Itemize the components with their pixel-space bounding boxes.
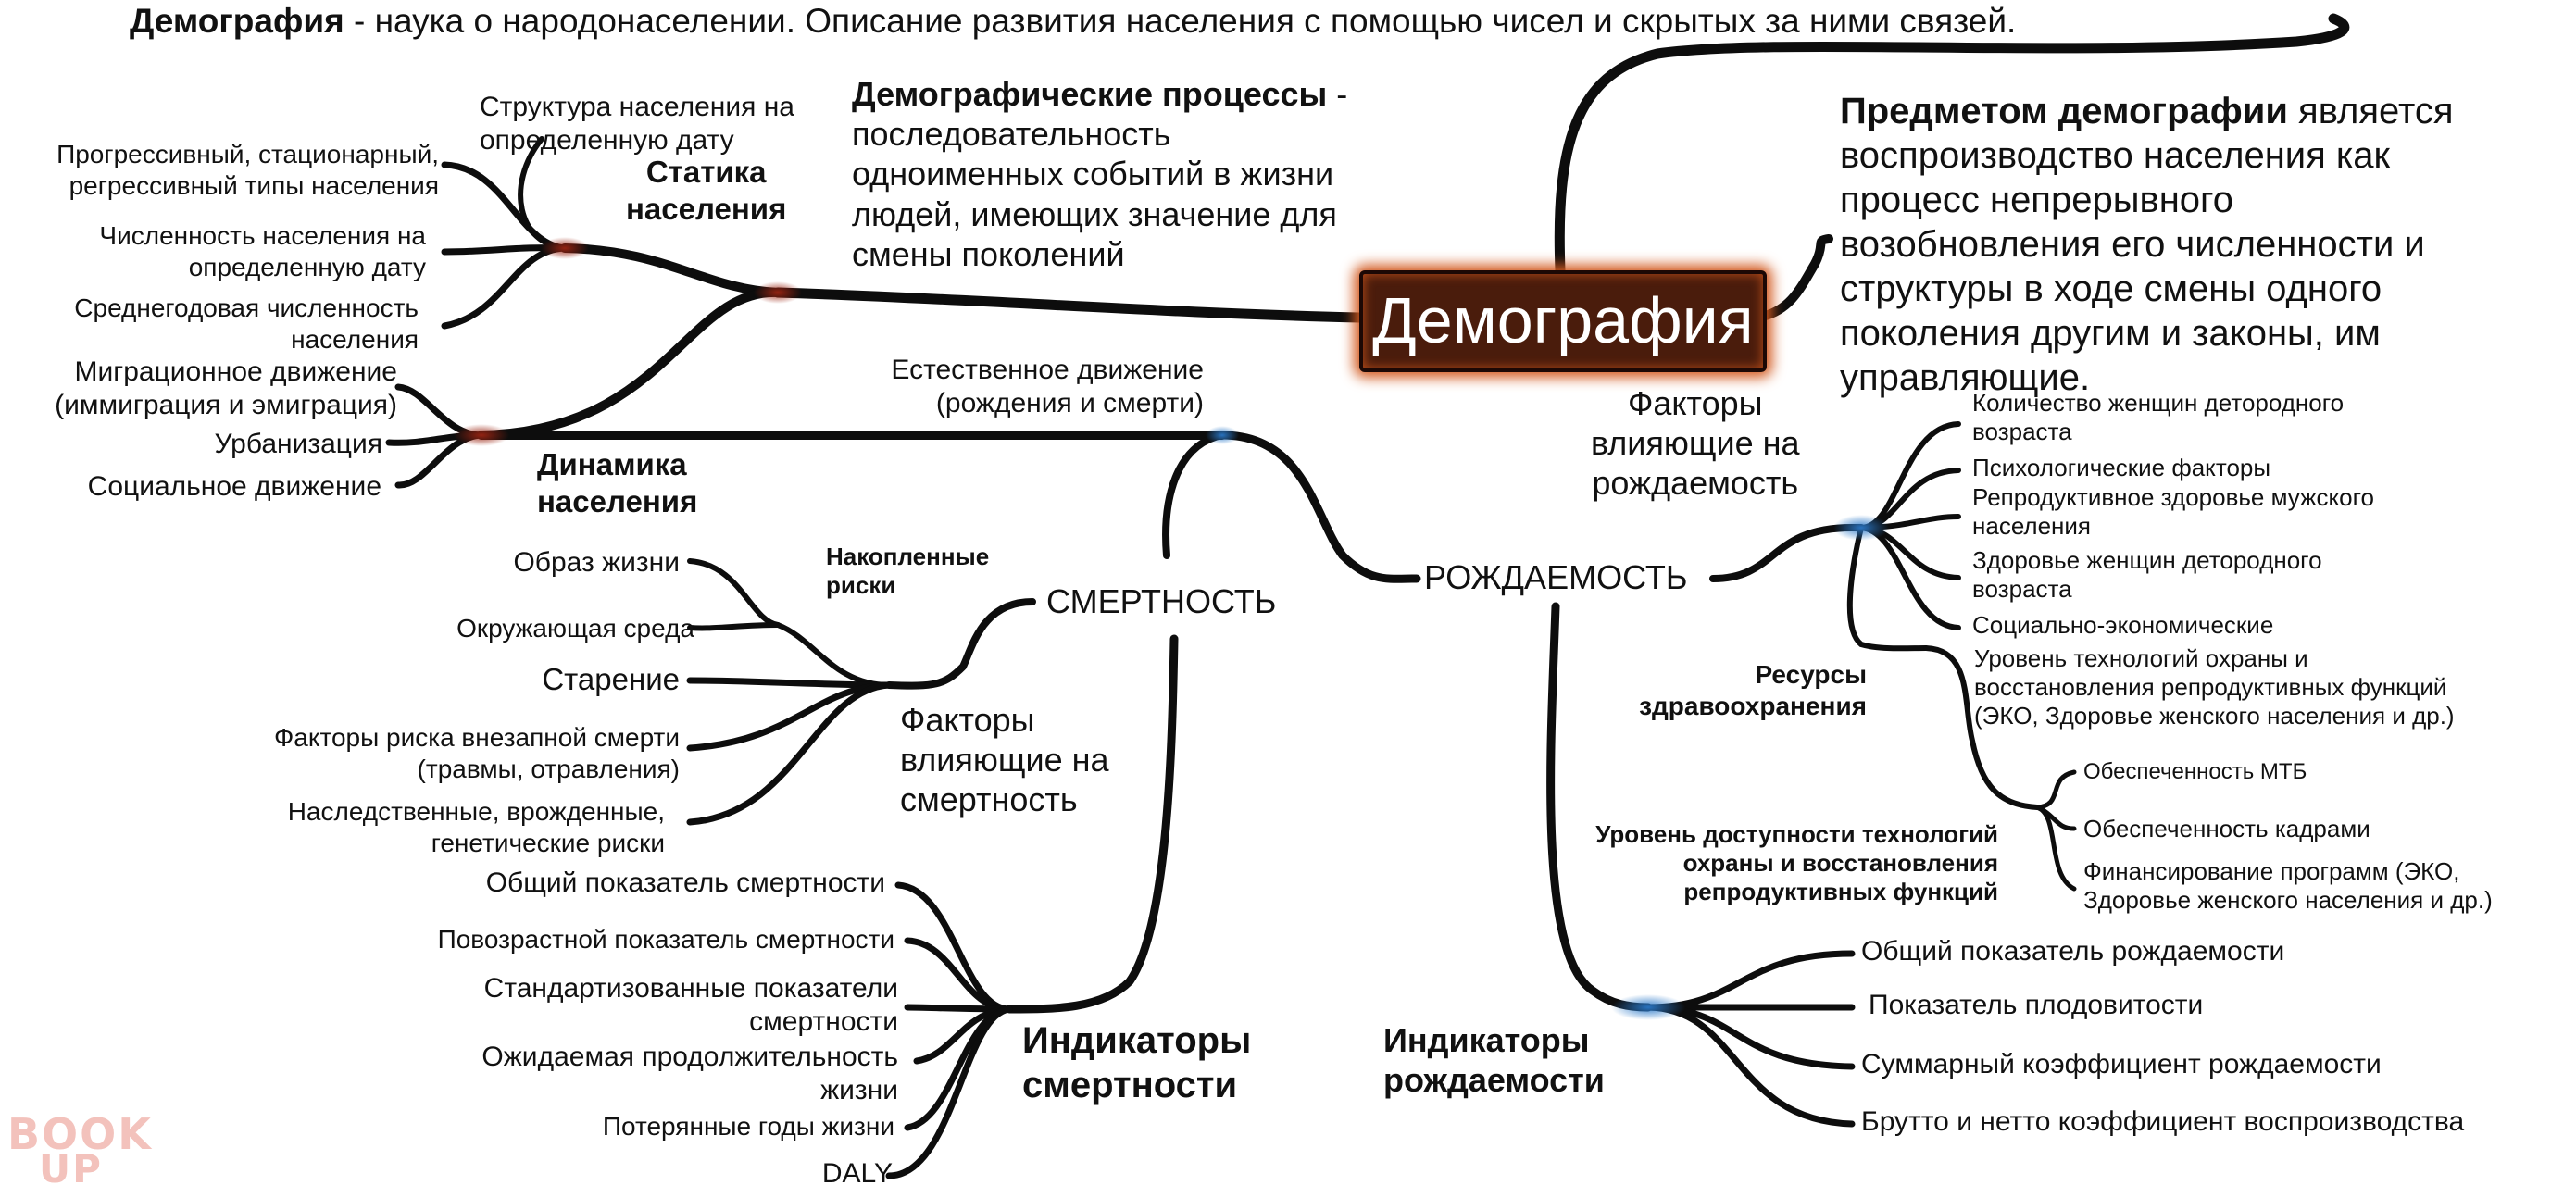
fertility-title[interactable]: РОЖДАЕМОСТЬ bbox=[1424, 558, 1688, 596]
accumulated-risks-title[interactable]: Накопленные риски bbox=[826, 543, 990, 600]
fertility-factor-item[interactable]: Репродуктивное здоровье мужского населен… bbox=[1972, 483, 2374, 541]
fertility-indicators-title[interactable]: Индикаторы рождаемости bbox=[1383, 1021, 1605, 1100]
mortality-title[interactable]: СМЕРТНОСТЬ bbox=[1046, 582, 1277, 620]
bookup-logo: BOOK UP bbox=[7, 1109, 156, 1192]
branch-header bbox=[1554, 13, 2350, 276]
header-term: Демография bbox=[130, 2, 344, 40]
statics-title[interactable]: Статика населения bbox=[626, 155, 787, 226]
statics-structure[interactable]: Структура населения на определенную дату bbox=[480, 92, 794, 156]
fertility-indicator-item[interactable]: Показатель плодовитости bbox=[1869, 990, 2204, 1020]
mortality-factor-item[interactable]: Старение bbox=[542, 662, 680, 696]
natural-movement[interactable]: Естественное движение (рождения и смерти… bbox=[891, 355, 1204, 418]
processes-bold: Демографические процессы bbox=[852, 75, 1328, 113]
mortality-indicator-item[interactable]: Потерянные годы жизни bbox=[602, 1112, 894, 1141]
branch-processes bbox=[772, 287, 1365, 323]
mortality-factors-title[interactable]: Факторы влияющие на смертность bbox=[900, 701, 1109, 819]
branch-dynamics bbox=[477, 287, 782, 440]
mortality-factor-item[interactable]: Наследственные, врожденные, генетические… bbox=[287, 797, 665, 857]
mortality-indicators-title[interactable]: Индикаторы смертности bbox=[1022, 1020, 1252, 1105]
healthcare-resources-title[interactable]: Ресурсы здравоохранения bbox=[1639, 660, 1867, 720]
mortality-indicator-item[interactable]: Стандартизованные показатели смертности bbox=[483, 973, 898, 1037]
mortality-factor-item[interactable]: Факторы риска внезапной смерти (травмы, … bbox=[274, 723, 680, 783]
dynamics-item[interactable]: Урбанизация bbox=[214, 429, 382, 459]
header-definition: Демография - наука о народонаселении. Оп… bbox=[130, 2, 2016, 41]
tech-level[interactable]: Уровень технологий охраны и восстановлен… bbox=[1974, 644, 2455, 730]
fertility-factor-item[interactable]: Социально-экономические bbox=[1972, 611, 2274, 639]
subject-rest: является воспроизводство населения как п… bbox=[1840, 91, 2454, 398]
accumulated-risk-item[interactable]: Окружающая среда bbox=[456, 614, 694, 643]
fertility-factors-title[interactable]: Факторы влияющие на рождаемость bbox=[1591, 384, 1800, 503]
header-definition-text: - наука о народонаселении. Описание разв… bbox=[344, 2, 2017, 40]
subject-bold: Предметом демографии bbox=[1840, 91, 2288, 131]
fertility-factor-item[interactable]: Здоровье женщин детородного возраста bbox=[1972, 546, 2322, 604]
statics-item[interactable]: Численность населения на определенную да… bbox=[99, 221, 426, 281]
fertility-indicator-item[interactable]: Общий показатель рождаемости bbox=[1861, 936, 2285, 967]
dynamics-item[interactable]: Социальное движение bbox=[87, 471, 381, 502]
statics-item[interactable]: Прогрессивный, стационарный, регрессивны… bbox=[56, 140, 439, 200]
fertility-indicator-item[interactable]: Брутто и нетто коэффициент воспроизводст… bbox=[1861, 1106, 2465, 1137]
access-item[interactable]: Обеспеченность МТБ bbox=[2083, 759, 2307, 784]
fertility-indicator-item[interactable]: Суммарный коэффициент рождаемости bbox=[1861, 1049, 2382, 1079]
access-item[interactable]: Обеспеченность кадрами bbox=[2083, 815, 2370, 842]
branch-statics bbox=[560, 243, 782, 297]
processes-text: Демографические процессы - последователь… bbox=[852, 74, 1347, 274]
fertility-factor-item[interactable]: Количество женщин детородного возраста bbox=[1972, 389, 2345, 446]
access-item[interactable]: Финансирование программ (ЭКО, Здоровье ж… bbox=[2083, 857, 2493, 915]
dynamics-title[interactable]: Динамика населения bbox=[537, 447, 698, 518]
branch-mortality-factors bbox=[885, 598, 1036, 690]
branch-subject bbox=[1757, 234, 1833, 321]
mortality-indicator-item[interactable]: DALY bbox=[821, 1158, 893, 1189]
logo-line-2: UP bbox=[39, 1146, 103, 1192]
mortality-indicator-item[interactable]: Повозрастной показатель смертности bbox=[437, 925, 894, 954]
mortality-indicator-item[interactable]: Ожидаемая продолжительность жизни bbox=[481, 1042, 898, 1105]
processes-rest: - последовательность одноименных событий… bbox=[852, 75, 1348, 273]
dynamics-item[interactable]: Миграционное движение (иммиграция и эмиг… bbox=[55, 356, 397, 420]
access-title[interactable]: Уровень доступности технологий охраны и … bbox=[1595, 820, 1998, 906]
logo-line-1: BOOK bbox=[7, 1109, 153, 1159]
subject-text: Предметом демографии является воспроизво… bbox=[1840, 89, 2454, 400]
center-node[interactable]: Демография bbox=[1359, 270, 1767, 372]
mortality-indicator-item[interactable]: Общий показатель смертности bbox=[485, 867, 885, 898]
statics-item[interactable]: Среднегодовая численность населения bbox=[74, 293, 419, 354]
center-title: Демография bbox=[1372, 284, 1754, 356]
fertility-factor-item[interactable]: Психологические факторы bbox=[1972, 454, 2271, 481]
accumulated-risk-item[interactable]: Образ жизни bbox=[513, 547, 680, 578]
